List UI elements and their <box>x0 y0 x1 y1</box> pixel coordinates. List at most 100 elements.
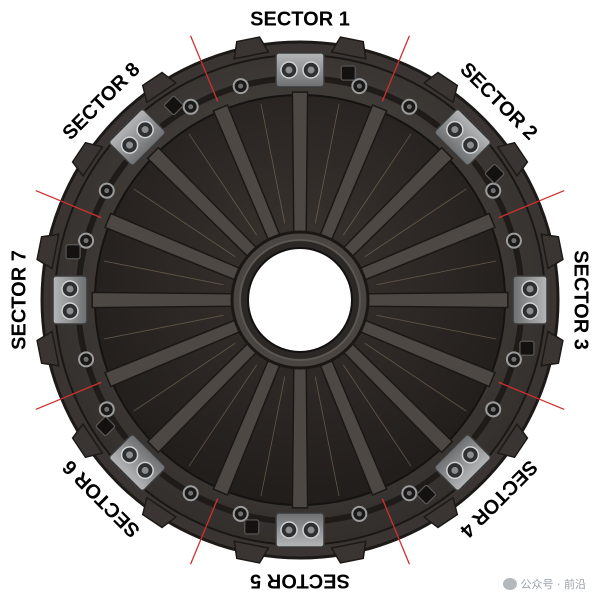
sensor-socket <box>163 95 184 116</box>
flange-tab <box>141 496 178 529</box>
connector-pin <box>451 466 459 474</box>
connector-pin <box>126 141 134 149</box>
bolt-center <box>406 104 412 110</box>
panel-line <box>343 364 412 467</box>
flange-tab <box>233 36 270 60</box>
sector-divider-line <box>189 498 219 565</box>
connector-pin <box>466 451 474 459</box>
connector-pin <box>285 66 293 74</box>
sector-divider-line <box>35 189 102 219</box>
sensor-socket <box>519 340 535 356</box>
sector-dividers <box>35 35 565 565</box>
bolts <box>78 78 522 522</box>
watermark-text: 公众号 · 前沿 <box>520 578 587 591</box>
flange-tab <box>36 233 60 270</box>
sector-divider-line <box>498 381 565 411</box>
sensor-socket <box>340 65 356 81</box>
connector-pin <box>451 126 459 134</box>
bolt-center <box>356 83 362 89</box>
bolt-center <box>238 511 244 517</box>
connector-pin <box>526 285 534 293</box>
sector-label-5: SECTOR 5 <box>250 570 350 592</box>
bolt-center <box>188 104 194 110</box>
spokes <box>91 91 509 509</box>
spoke <box>364 291 509 309</box>
connector-block-icon <box>512 275 548 325</box>
panel-line <box>260 376 286 497</box>
bolt-center <box>83 238 89 244</box>
watermark: 公众号 · 前沿 <box>502 576 587 592</box>
flange-tab <box>141 71 178 104</box>
wheel-body <box>36 36 564 564</box>
flange-tab <box>36 330 60 367</box>
panel-line <box>188 133 257 236</box>
connector-pin <box>526 307 534 315</box>
wechat-logo-icon <box>502 578 517 590</box>
bolt-center <box>188 490 194 496</box>
connector-block-icon <box>434 108 492 166</box>
connector-pin <box>307 66 315 74</box>
spoke <box>91 291 236 309</box>
sector-divider-line <box>381 498 411 565</box>
connector-pin <box>141 126 149 134</box>
hub-bore <box>247 247 353 353</box>
panel-line <box>188 364 257 467</box>
flange-tab <box>422 496 459 529</box>
sensor-socket <box>65 244 81 260</box>
flange-tab <box>540 233 564 270</box>
bolt-center <box>104 188 110 194</box>
sector-divider-line <box>35 381 102 411</box>
panel-line <box>260 103 286 224</box>
connectors <box>52 52 548 548</box>
spoke <box>291 364 309 509</box>
panel-line <box>103 260 224 286</box>
bolt-center <box>490 406 496 412</box>
flange-tab <box>422 71 459 104</box>
flange-tab <box>496 141 529 178</box>
bolt-center <box>83 356 89 362</box>
connector-pin <box>66 307 74 315</box>
flange-tab <box>330 540 367 564</box>
sensor-socket <box>416 484 437 505</box>
sector-divider-line <box>381 35 411 102</box>
flange-tab <box>233 540 270 564</box>
bolt-center <box>511 238 517 244</box>
connector-pin <box>66 285 74 293</box>
sector-label-7: SECTOR 7 <box>8 250 30 350</box>
flange-tab <box>496 422 529 459</box>
sector-divider-line <box>498 189 565 219</box>
sensor-socket <box>95 416 116 437</box>
panel-line <box>314 103 340 224</box>
connector-pin <box>285 526 293 534</box>
sector-label-1: SECTOR 1 <box>250 8 350 30</box>
connector-block-icon <box>275 512 325 548</box>
panel-line <box>103 314 224 340</box>
sector-divider-line <box>189 35 219 102</box>
panel-detail-lines <box>103 103 497 497</box>
panel-line <box>133 343 236 412</box>
connector-pin <box>141 466 149 474</box>
bolt-center <box>511 356 517 362</box>
bolt-center <box>406 490 412 496</box>
sensor-socket <box>484 163 505 184</box>
panel-line <box>376 314 497 340</box>
spoke <box>291 91 309 236</box>
connector-block-icon <box>108 108 166 166</box>
connector-pin <box>126 451 134 459</box>
panel-line <box>343 133 412 236</box>
bolt-center <box>490 188 496 194</box>
flange-tab <box>71 422 104 459</box>
connector-block-icon <box>434 434 492 492</box>
connector-block-icon <box>275 52 325 88</box>
panel-line <box>364 343 467 412</box>
flange-tabs <box>36 36 564 564</box>
connector-block-icon <box>108 434 166 492</box>
panel-line <box>314 376 340 497</box>
connector-pin <box>307 526 315 534</box>
sensor-socket <box>244 519 260 535</box>
panel-line <box>364 188 467 257</box>
bolt-center <box>104 406 110 412</box>
flange-tab <box>71 141 104 178</box>
flange-tab <box>330 36 367 60</box>
